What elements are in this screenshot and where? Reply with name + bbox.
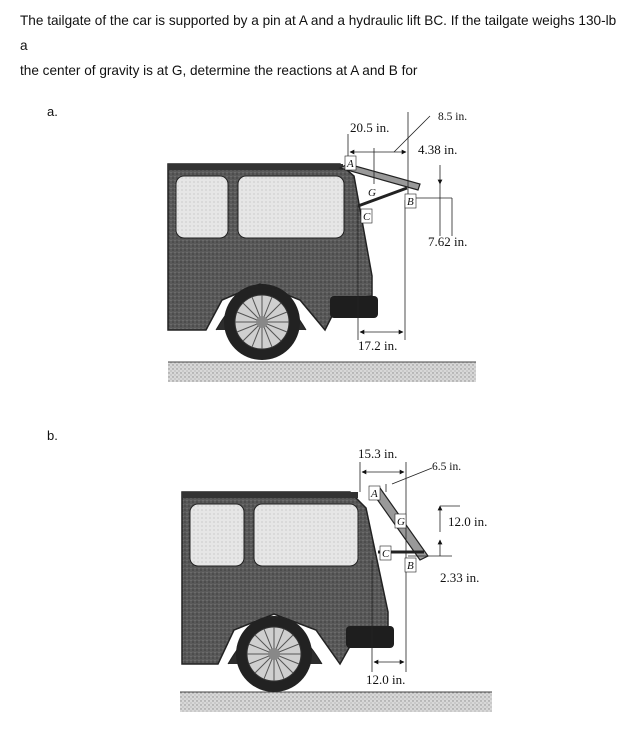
figure-a: A G B C 20.5 in. 8.5 in. 4.38 in. 7.62 i… (167, 111, 476, 382)
problem-line-1: The tailgate of the car is supported by … (20, 13, 617, 53)
dim-a-8-5: 8.5 in. (438, 111, 467, 123)
point-g-label-b: G (397, 516, 405, 528)
figure-b: A G C B 15.3 in. 6.5 in. 12.0 in. 2.33 i… (180, 446, 492, 712)
dim-a-20-5: 20.5 in. (350, 120, 389, 135)
car-body-b (181, 491, 394, 692)
dim-b-12-0-vert: 12.0 in. (448, 514, 487, 529)
dim-a-17-2: 17.2 in. (358, 338, 397, 353)
point-g-label: G (368, 187, 376, 199)
rear-window-a (175, 175, 229, 239)
ground-b (180, 692, 492, 712)
point-b-label: B (407, 196, 414, 208)
problem-line-2: the center of gravity is at G, determine… (20, 63, 418, 78)
rear-window-b (189, 503, 245, 567)
dim-b-2-33: 2.33 in. (440, 570, 479, 585)
side-window-b (253, 503, 359, 567)
problem-statement: The tailgate of the car is supported by … (20, 8, 620, 83)
dim-a-4-38: 4.38 in. (418, 142, 457, 157)
point-c-label-b: C (382, 548, 390, 560)
ground-a (168, 362, 476, 382)
dim-a-7-62: 7.62 in. (428, 234, 467, 249)
dim-b-12-0-bottom: 12.0 in. (366, 672, 405, 687)
lift-bc-a (357, 186, 408, 208)
point-b-label-b: B (407, 560, 414, 572)
dim-b-6-5: 6.5 in. (432, 461, 461, 473)
side-window-a (237, 175, 345, 239)
bumper-b (346, 626, 394, 648)
bumper-a (330, 296, 378, 318)
point-c-label: C (363, 211, 371, 223)
dim-b-15-3: 15.3 in. (358, 446, 397, 461)
point-a-label: A (346, 158, 354, 170)
part-a-label: a. (47, 104, 58, 119)
part-b-label: b. (47, 428, 58, 443)
point-a-label-b: A (370, 488, 378, 500)
car-body-a (167, 163, 378, 360)
